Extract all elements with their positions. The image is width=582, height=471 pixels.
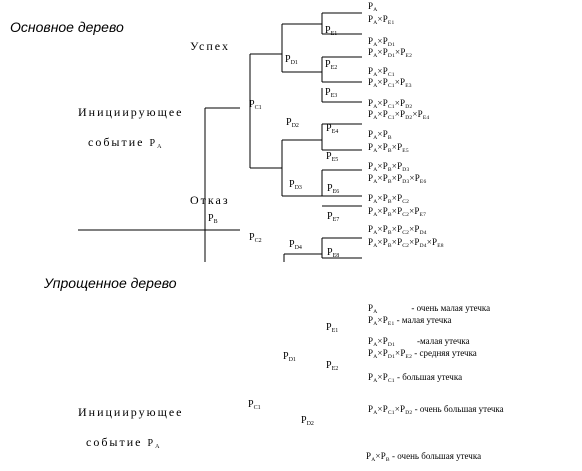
node-pb: PB: [208, 213, 218, 226]
outcome: PA×PB×PC2×PD4×PE8: [368, 237, 444, 249]
outcome: PA×PB×PD3: [368, 161, 410, 173]
outcome: PA×PB×PC2×PD4: [368, 224, 427, 236]
simplified-outcome: PA×PC1 - большая утечка: [368, 372, 463, 384]
node-pe5: PE5: [326, 151, 339, 164]
outcome: PA×PE1: [368, 14, 395, 26]
simplified-outcome: PA×PD1×PE2 - средняя утечка: [368, 348, 477, 360]
success-label: Успех: [190, 39, 230, 53]
node-pd1: PD1: [285, 54, 298, 67]
initiating-event-label-2: событие PA: [88, 135, 164, 151]
outcome: PA×PC1×PE3: [368, 77, 412, 89]
node-pc1: PC1: [249, 99, 262, 112]
outcome: PA×PC1: [368, 66, 395, 78]
simplified-node-pa: PA: [147, 438, 162, 451]
simplified-outcome: PA×PB - очень большая утечка: [366, 451, 482, 463]
node-pc2: PC2: [249, 232, 262, 245]
node-pe7: PE7: [327, 211, 340, 224]
simplified-initiating-event-label-2: событие PA: [86, 435, 162, 451]
outcome: PA×PB: [368, 129, 392, 141]
outcome: PA×PB×PD3×PE6: [368, 173, 427, 185]
node-pe3: PE3: [325, 87, 338, 100]
node-pe2: PE2: [325, 59, 338, 72]
outcome: PA×PD1×PE2: [368, 47, 413, 59]
node-pe1: PE1: [325, 25, 338, 38]
outcome: PA×PB×PC2×PE7: [368, 206, 427, 218]
node-pe4: PE4: [326, 123, 339, 136]
outcome: PA×PB×PC2: [368, 193, 410, 205]
outcome: PA×PC1×PD2: [368, 98, 413, 110]
node-pd3: PD3: [289, 179, 302, 192]
simplified-outcome: PA- очень малая утечка: [368, 303, 491, 315]
node-pa: PA: [149, 138, 164, 151]
outcome: PA×PD1: [368, 36, 396, 48]
node-pd4: PD4: [289, 239, 302, 252]
main-tree-title: Основное дерево: [10, 19, 124, 35]
node-pe6: PE6: [327, 183, 340, 196]
outcome: PA×PC1×PD2×PE4: [368, 109, 430, 121]
node-pe8: PE8: [327, 247, 340, 260]
simplified-node-pe1: PE1: [326, 322, 339, 335]
node-pd2: PD2: [286, 117, 299, 130]
outcome: PA×PB×PE5: [368, 142, 409, 154]
simplified-outcome: PA×PC1×PD2 - очень большая утечка: [368, 404, 504, 416]
simplified-outcome: PA×PE1 - малая утечка: [368, 315, 452, 327]
simplified-initiating-event-label: Инициирующее: [78, 405, 184, 419]
simplified-tree-title: Упрощенное дерево: [44, 275, 177, 291]
simplified-node-pd2: PD2: [301, 415, 314, 428]
simplified-node-pe2: PE2: [326, 360, 339, 373]
initiating-event-label: Инициирующее: [78, 105, 184, 119]
outcome: PA: [368, 1, 378, 13]
simplified-node-pd1: PD1: [283, 351, 296, 364]
simplified-node-pc1: PC1: [248, 399, 261, 412]
failure-label: Отказ: [190, 193, 230, 207]
simplified-outcome: PA×PD1-малая утечка: [368, 336, 470, 348]
